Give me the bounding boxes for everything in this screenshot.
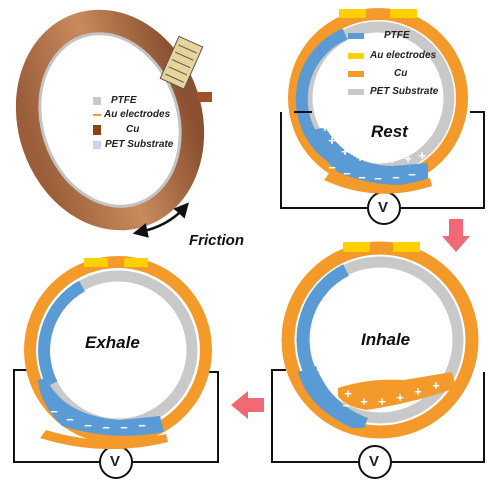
exhale-cu-flap	[40, 430, 168, 450]
inhale-voltmeter	[358, 445, 392, 479]
legend-right-ptfe-swatch	[348, 33, 364, 39]
inhale-voltmeter-label: V	[369, 453, 380, 470]
exhale-minus-charge-3: −	[102, 420, 110, 435]
legend-right-pet: PET Substrate	[370, 86, 439, 97]
rest-plus-charge-6: +	[404, 151, 412, 166]
exhale-cu-ring	[24, 256, 212, 444]
rest-minus-charge-4: −	[392, 170, 400, 185]
rest-au-electrode-2	[390, 9, 417, 18]
legend-left-pet-swatch	[93, 141, 101, 149]
inhale-plus-charge-5: +	[432, 378, 440, 393]
legend-left-au-swatch	[93, 114, 101, 116]
inhale-ptfe-layer	[296, 264, 350, 380]
inhale-plus-charge-2: +	[378, 394, 386, 409]
rest-plus-charge-7: +	[418, 148, 426, 163]
exhale-plus-charge-6: +	[142, 400, 150, 415]
friction-label: Friction	[189, 232, 244, 249]
rest-plus-charge-3: +	[356, 150, 364, 165]
legend-left-cu-swatch	[93, 125, 101, 135]
inhale-plus-charge-0: +	[344, 386, 352, 401]
electrode-patch	[159, 35, 204, 90]
exhale-plus-charge-2: +	[74, 392, 82, 407]
device-ring-illustration	[15, 9, 212, 238]
rest-voltmeter-label: V	[378, 199, 389, 216]
rest-ptfe-layer	[295, 28, 348, 161]
exhale-plus-charge-0: +	[54, 366, 62, 381]
exhale-au-electrode-2	[124, 258, 148, 267]
transition-arrow-down	[442, 219, 470, 252]
inhale-minus-charge-2: −	[316, 362, 324, 377]
inhale-minus-charge-0: −	[314, 328, 322, 343]
exhale-state	[13, 256, 219, 479]
legend-left-swatches	[93, 97, 101, 149]
rest-plus-charge-0: +	[321, 120, 329, 135]
exhale-ptfe-layer	[38, 280, 86, 387]
legend-right-swatches	[348, 33, 364, 95]
legend-left-ptfe: PTFE	[111, 95, 137, 106]
legend-left-ptfe-swatch	[93, 97, 101, 105]
inhale-state	[271, 241, 485, 479]
inhale-minus-charge-3: −	[328, 382, 336, 397]
legend-right-cu: Cu	[394, 68, 408, 79]
legend-right-cu-swatch	[348, 71, 364, 77]
exhale-plus-charge-5: +	[126, 402, 134, 417]
exhale-minus-charge-5: −	[138, 418, 146, 433]
inhale-au-electrode-2	[393, 242, 420, 252]
rest-wire-left	[280, 112, 368, 209]
exhale-minus-charge-0: −	[50, 404, 58, 419]
legend-right-ptfe: PTFE	[384, 30, 410, 41]
legend-left-pet: PET Substrate	[105, 139, 174, 150]
inhale-minus-charge-4: −	[342, 398, 350, 413]
inhale-wire-right	[392, 372, 485, 463]
exhale-label: Exhale	[85, 333, 140, 352]
exhale-minus-charge-1: −	[66, 412, 74, 427]
rest-state	[280, 8, 485, 225]
rest-plus-charge-1: +	[328, 133, 336, 148]
inhale-minus-charge-1: −	[312, 344, 320, 359]
inhale-label: Inhale	[361, 330, 411, 349]
inhale-plus-charge-1: +	[360, 394, 368, 409]
exhale-wire-right	[132, 371, 219, 463]
rest-minus-charge-3: −	[374, 171, 382, 186]
inhale-au-electrode-1	[343, 242, 370, 252]
inhale-plus-charge-3: +	[396, 390, 404, 405]
exhale-plus-charge-3: +	[90, 400, 98, 415]
charge-symbols: ++++++++−−−−−−−−−−−+++++++++++++−−−−−−	[50, 120, 440, 435]
legend-right-au-swatch	[348, 53, 364, 59]
rest-wire-right	[400, 111, 485, 209]
inhale-wire-left	[271, 369, 358, 463]
rest-label: Rest	[371, 122, 408, 141]
rest-plus-charge-2: +	[341, 144, 349, 159]
friction-arrow	[132, 202, 189, 238]
exhale-minus-charge-4: −	[120, 420, 128, 435]
inhale-cu-ring	[281, 241, 479, 439]
rest-plus-charge-5: +	[388, 152, 396, 167]
exhale-plus-charge-1: +	[62, 380, 70, 395]
transition-arrow-left	[231, 391, 264, 419]
inhale-cu-flap	[338, 372, 456, 410]
rest-minus-charge-1: −	[343, 166, 351, 181]
rest-minus-charge-2: −	[358, 170, 366, 185]
rest-plus-charge-4: +	[372, 152, 380, 167]
exhale-voltmeter-label: V	[110, 453, 121, 470]
exhale-au-electrode-1	[84, 258, 108, 267]
exhale-wire-left	[13, 369, 100, 463]
legend-right-au: Au electrodes	[370, 50, 437, 61]
rest-minus-charge-5: −	[408, 167, 416, 182]
rest-au-electrode-1	[339, 9, 366, 18]
legend-left-cu: Cu	[126, 124, 140, 135]
inhale-ptfe-flap	[298, 366, 368, 428]
rest-ptfe-flap	[314, 127, 428, 185]
legend-left-au: Au electrodes	[104, 109, 171, 120]
exhale-plus-charge-4: +	[108, 402, 116, 417]
cu-tab	[198, 92, 212, 102]
exhale-ptfe-flap	[38, 378, 164, 436]
rest-cu-flap	[324, 172, 432, 194]
legend-right-pet-swatch	[348, 89, 364, 95]
inhale-plus-charge-4: +	[414, 384, 422, 399]
rest-minus-charge-0: −	[328, 160, 336, 175]
exhale-minus-charge-2: −	[84, 418, 92, 433]
